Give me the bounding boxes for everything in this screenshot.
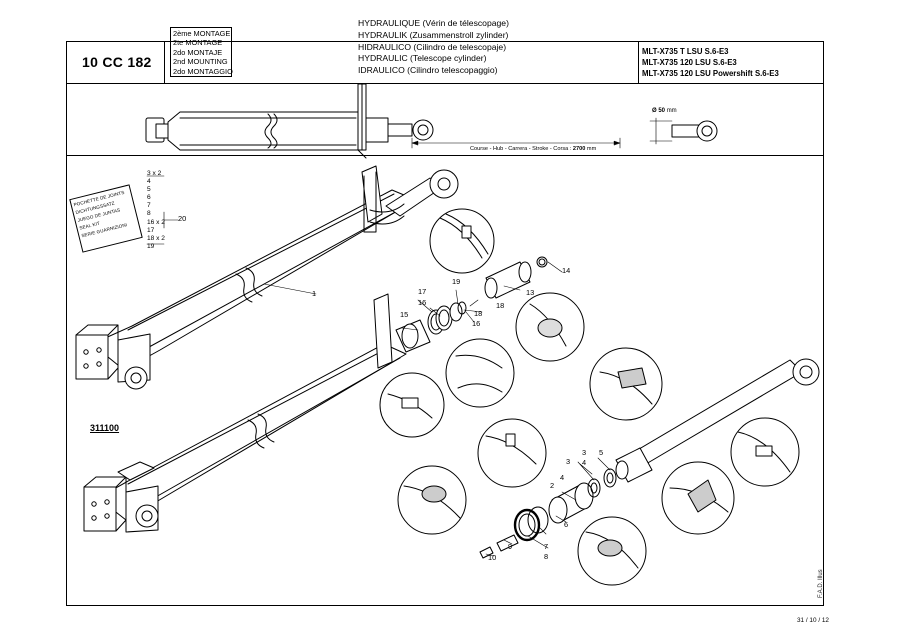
title-en: HYDRAULIC (Telescope cylinder) — [358, 53, 487, 64]
kit-item: 4 — [147, 178, 151, 186]
kit-item: 8 — [147, 210, 151, 218]
page-titles: HYDRAULIQUE (Vérin de télescopage) HYDRA… — [358, 18, 509, 77]
diameter-value: Ø 50 — [652, 108, 666, 114]
cylinder-assembly-upper — [75, 165, 459, 390]
kit-item: 17 — [147, 226, 155, 234]
cylinder-assembly-lower — [83, 293, 407, 533]
kit-item: 3 x 2 — [147, 170, 162, 177]
callout-16a: 16 — [418, 298, 427, 307]
header-separator-2 — [638, 41, 639, 83]
overview-cylinder — [145, 83, 434, 159]
callout-4a: 4 — [582, 458, 587, 467]
rod-assembly — [615, 358, 820, 483]
reference-code: 10 CC 182 — [82, 54, 152, 70]
callout-18a: 18 — [474, 309, 483, 318]
callout-17: 17 — [418, 287, 427, 296]
header-separator-1 — [164, 41, 165, 83]
illustration-credit: F.A.D. Illus — [818, 569, 824, 598]
mounting-it: 2do MONTAGGIO — [173, 66, 233, 76]
callout-5: 5 — [599, 448, 604, 457]
callout-6: 6 — [564, 520, 569, 529]
mounting-box: 2ème MONTAGE 2te MONTAGE 2do MONTAJE 2nd… — [170, 27, 233, 77]
callout-8: 8 — [544, 552, 549, 561]
diameter-text: Ø 50 mm — [652, 108, 677, 114]
stroke-unit: mm — [586, 146, 597, 152]
callout-14: 14 — [562, 266, 571, 275]
mounting-fr: 2ème MONTAGE — [173, 29, 231, 38]
kit-item: 5 — [147, 186, 151, 194]
callout-3a: 3 — [582, 448, 587, 457]
callout-10: 10 — [488, 553, 497, 562]
callout-19: 19 — [452, 277, 461, 286]
leader-lines — [146, 175, 611, 557]
title-es: HIDRAULICO (Cilindro de telescopaje) — [358, 41, 507, 52]
kit-item: 19 — [147, 242, 155, 250]
callout-7: 7 — [544, 542, 549, 551]
model-2: MLT-X735 120 LSU S.6-E3 — [642, 57, 737, 67]
mounting-de: 2te MONTAGE — [173, 38, 223, 48]
model-1: MLT-X735 T LSU S.6-E3 — [642, 47, 729, 56]
kit-item: 6 — [147, 194, 151, 202]
issue-date: 31 / 10 / 12 — [797, 617, 829, 624]
kit-item: 7 — [147, 202, 151, 210]
title-fr: HYDRAULIQUE (Vérin de télescopage) — [358, 18, 509, 28]
rod-detail — [649, 117, 718, 145]
callout-9: 9 — [508, 542, 513, 551]
mounting-en: 2nd MOUNTING — [173, 57, 228, 67]
model-3: MLT-X735 120 LSU Powershift S.6-E3 — [642, 68, 779, 78]
callout-15: 15 — [400, 310, 409, 319]
callout-20: 20 — [178, 214, 187, 223]
header-divider — [66, 83, 824, 84]
callout-2: 2 — [550, 481, 555, 490]
seal-kit-code: 311100 — [90, 423, 120, 433]
model-list: MLT-X735 T LSU S.6-E3 MLT-X735 120 LSU S… — [642, 47, 779, 79]
piston-parts — [479, 460, 629, 559]
stroke-dimension-text: Course - Hub - Carrera - Stroke - Corsa … — [470, 146, 596, 152]
overview-divider — [66, 155, 824, 156]
callout-13: 13 — [526, 288, 535, 297]
callout-18b: 18 — [496, 301, 505, 310]
seal-kit-list: 3 x 2 4 5 6 7 8 16 x 2 17 18 x 2 19 — [147, 170, 165, 251]
stroke-value: 2700 — [572, 146, 586, 152]
callout-16b: 16 — [472, 319, 481, 328]
stroke-label: Course - Hub - Carrera - Stroke - Corsa … — [470, 146, 572, 152]
head-parts — [395, 256, 548, 353]
diameter-unit: mm — [666, 108, 677, 114]
callout-3b: 3 — [566, 457, 571, 466]
title-de: HYDRAULIK (Zusammenstroll zylinder) — [358, 29, 509, 40]
drawing-frame — [66, 41, 824, 606]
kit-item: 18 x 2 — [147, 234, 165, 242]
callout-4b: 4 — [560, 473, 565, 482]
detail-circles — [379, 208, 800, 586]
mounting-es: 2do MONTAJE — [173, 47, 223, 57]
title-it: IDRAULICO (Cilindro telescopaggio) — [358, 65, 498, 76]
kit-item: 16 x 2 — [147, 218, 165, 226]
callout-1: 1 — [312, 289, 317, 298]
